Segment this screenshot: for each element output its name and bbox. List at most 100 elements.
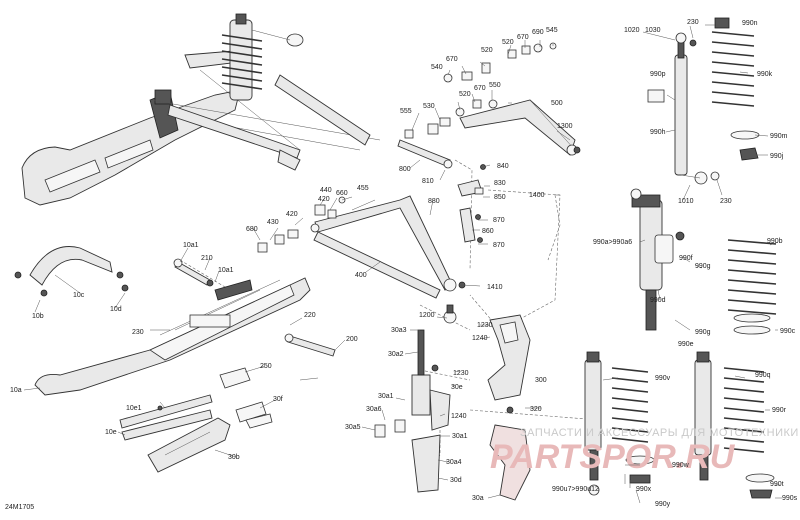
label-420: 420 — [318, 196, 330, 203]
spindle-300 — [487, 314, 531, 414]
label-990y: 990y — [655, 501, 671, 508]
label-230-b: 230 — [720, 198, 732, 205]
label-990r: 990r — [772, 407, 787, 414]
label-455: 455 — [357, 185, 369, 192]
label-1230-b: 1230 — [453, 370, 469, 377]
assembled-ski-suspension — [21, 13, 381, 206]
pad-30f — [235, 401, 273, 429]
tie-rod-800 — [397, 139, 453, 169]
label-990g: 990g — [695, 263, 711, 270]
label-420-b: 420 — [286, 211, 298, 218]
label-210: 210 — [201, 255, 213, 262]
label-10a1: 10a1 — [183, 242, 199, 249]
label-990j: 990j — [770, 153, 784, 160]
watermark: ЗАПЧАСТИ И АКСЕССУАРЫ ДЛЯ МОТОТЕХНИКИ PA… — [490, 427, 799, 476]
label-840: 840 — [497, 163, 509, 170]
label-1240-b: 1240 — [451, 413, 467, 420]
label-250: 250 — [260, 363, 272, 370]
label-30a1: 30a1 — [378, 393, 394, 400]
label-990b: 990b — [767, 238, 783, 245]
label-30f: 30f — [273, 396, 283, 403]
label-990x: 990x — [636, 486, 652, 493]
diagram-code: 24M1705 — [5, 504, 34, 511]
label-520-c: 520 — [459, 91, 471, 98]
label-990c: 990c — [780, 328, 796, 335]
label-990t: 990t — [770, 481, 784, 488]
label-230-c: 230 — [132, 329, 144, 336]
ski-shield-30b — [147, 417, 231, 473]
pivot-bolt-210 — [173, 258, 214, 287]
label-680: 680 — [246, 226, 258, 233]
watermark-line1: ЗАПЧАСТИ И АКСЕССУАРЫ ДЛЯ МОТОТЕХНИКИ — [520, 427, 799, 439]
label-545: 545 — [546, 27, 558, 34]
label-10a: 10a — [10, 387, 22, 394]
label-990p: 990p — [650, 71, 666, 78]
label-670-c: 670 — [474, 85, 486, 92]
lower-a-arm-400 — [310, 195, 466, 299]
shock-absorber-990q — [694, 351, 775, 499]
wear-bar-10e1 — [119, 394, 213, 429]
label-1300: 1300 — [557, 123, 573, 130]
label-10d: 10d — [110, 306, 122, 313]
label-990n: 990n — [742, 20, 758, 27]
label-990q: 990q — [755, 372, 771, 379]
label-1030: 1030 — [645, 27, 661, 34]
label-220: 220 — [304, 312, 316, 319]
label-320: 320 — [530, 406, 542, 413]
label-990w: 990w — [672, 462, 690, 469]
label-30a2: 30a2 — [388, 351, 404, 358]
skag-10e — [121, 409, 213, 441]
label-30a6: 30a6 — [366, 406, 382, 413]
label-670: 670 — [517, 34, 529, 41]
shock-absorber-990p — [647, 32, 708, 185]
label-990v: 990v — [655, 375, 671, 382]
label-30d: 30d — [450, 477, 462, 484]
label-30e: 30e — [451, 384, 463, 391]
label-300: 300 — [535, 377, 547, 384]
label-870: 870 — [493, 217, 505, 224]
label-1010: 1010 — [678, 198, 694, 205]
label-540: 540 — [431, 64, 443, 71]
label-550: 550 — [489, 82, 501, 89]
label-10a1-b: 10a1 — [218, 267, 234, 274]
label-830: 830 — [494, 180, 506, 187]
label-530: 530 — [423, 103, 435, 110]
pad-250 — [219, 367, 251, 389]
label-30a3: 30a3 — [391, 327, 407, 334]
label-990d: 990d — [650, 297, 666, 304]
label-440: 440 — [320, 187, 332, 194]
shock-absorber-990a — [630, 188, 685, 331]
label-990a: 990a>990a6 — [593, 239, 632, 246]
label-30a1-b: 30a1 — [452, 433, 468, 440]
label-1020: 1020 — [624, 27, 640, 34]
label-10e1: 10e1 — [126, 405, 142, 412]
label-690: 690 — [532, 29, 544, 36]
label-990m: 990m — [770, 133, 788, 140]
leader-lines — [23, 24, 782, 504]
label-810: 810 — [422, 178, 434, 185]
label-230: 230 — [687, 19, 699, 26]
label-990u: 990u7>990u12 — [552, 486, 599, 493]
bolt-200 — [284, 333, 336, 357]
label-990e: 990e — [678, 341, 694, 348]
label-10b: 10b — [32, 313, 44, 320]
bracket-830 — [457, 164, 486, 197]
label-990h: 990h — [650, 129, 666, 136]
ski-10a — [34, 277, 311, 396]
label-800: 800 — [399, 166, 411, 173]
bushing-hardware-stack — [404, 42, 557, 139]
label-990k: 990k — [757, 71, 773, 78]
ball-joint-1200 — [443, 304, 457, 324]
label-400: 400 — [355, 272, 367, 279]
label-1240: 1240 — [472, 335, 488, 342]
ski-bracket-10c — [14, 246, 129, 297]
coil-spring-990b — [727, 239, 777, 335]
label-880: 880 — [428, 198, 440, 205]
label-500: 500 — [551, 100, 563, 107]
label-430: 430 — [267, 219, 279, 226]
label-670-b: 670 — [446, 56, 458, 63]
spindle-30a-red — [489, 424, 531, 501]
label-520-b: 520 — [481, 47, 493, 54]
